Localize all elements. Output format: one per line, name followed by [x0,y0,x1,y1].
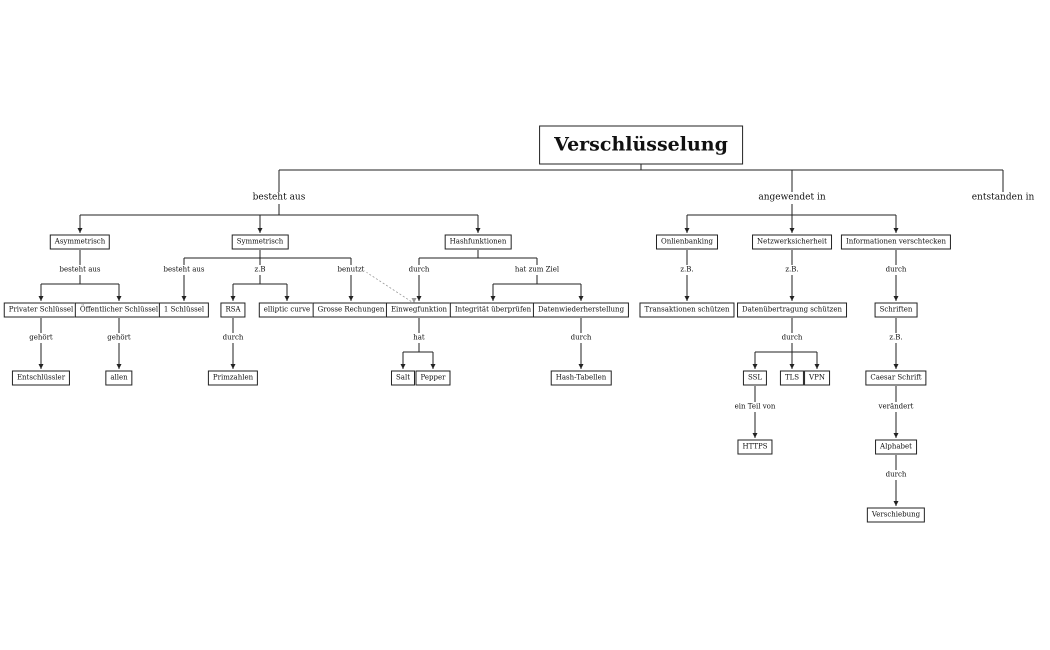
arrowhead [116,296,122,301]
node-title[interactable]: Verschlüsselung [539,125,743,165]
node-verschiebung[interactable]: Verschiebung [866,507,926,523]
label-hash-hat-zum-ziel: hat zum Ziel [512,265,562,274]
arrowhead [430,364,436,369]
arrowhead [490,296,496,301]
node-tls[interactable]: TLS [779,370,805,386]
node-vpn[interactable]: VPN [804,370,830,386]
node-netzwerksicherheit[interactable]: Netzwerksicherheit [752,234,832,250]
node-onlinebanking[interactable]: Onlienbanking [655,234,719,250]
node-integritaet-pruefen[interactable]: Integrität überprüfen [449,302,537,318]
arrowhead [181,296,187,301]
node-pepper[interactable]: Pepper [415,370,451,386]
arrowhead [814,364,820,369]
arrowhead [230,296,236,301]
arrowhead [475,228,481,233]
arrowhead [578,296,584,301]
arrowhead [893,364,899,369]
label-schrift-zb: z.B. [887,333,905,342]
node-datenuebertragung-schuetzen[interactable]: Datenübertragung schützen [737,302,847,318]
label-info-durch: durch [883,265,909,274]
node-primzahlen[interactable]: Primzahlen [207,370,259,386]
label-priv-gehoert: gehört [27,333,55,342]
label-online-zb: z.B. [678,265,696,274]
arrowhead [116,364,122,369]
arrowhead [230,364,236,369]
node-entschluessler[interactable]: Entschlüssler [11,370,71,386]
node-einwegfunktion[interactable]: Einwegfunktion [385,302,453,318]
label-einweg-hat: hat [411,333,427,342]
arrowhead [684,228,690,233]
node-1-schluessel[interactable]: 1 Schlüssel [158,302,210,318]
node-privater-schluessel[interactable]: Privater Schlüssel [3,302,79,318]
arrowhead [416,296,422,301]
node-https[interactable]: HTTPS [737,439,773,455]
label-besteht-aus: besteht aus [250,192,308,203]
label-angewendet-in: angewendet in [756,192,828,203]
label-wieder-durch: durch [568,333,594,342]
label-sym-besteht-aus: besteht aus [161,265,207,274]
arrowhead [789,364,795,369]
arrowhead [752,364,758,369]
label-asym-besteht-aus: besteht aus [57,265,103,274]
node-elliptic-curve[interactable]: elliptic curve [258,302,316,318]
node-salt[interactable]: Salt [390,370,416,386]
node-datenwiederherstellung[interactable]: Datenwiederherstellung [532,302,630,318]
arrowhead [77,228,83,233]
node-ssl[interactable]: SSL [742,370,768,386]
node-symmetrisch[interactable]: Symmetrisch [231,234,289,250]
arrowhead [411,298,417,303]
label-netz-zb: z.B. [783,265,801,274]
node-rsa[interactable]: RSA [220,302,246,318]
arrowhead [400,364,406,369]
label-hash-durch: durch [406,265,432,274]
node-hash-tabellen[interactable]: Hash-Tabellen [550,370,612,386]
connector [365,271,413,303]
arrowhead [893,433,899,438]
label-sym-benutzt: benutzt [335,265,367,274]
node-transaktionen-schuetzen[interactable]: Transaktionen schützen [639,302,735,318]
label-sym-zb: z.B [252,265,268,274]
arrowhead [284,296,290,301]
node-informationen-verstecken[interactable]: Informationen verschtecken [840,234,952,250]
node-schriften[interactable]: Schriften [874,302,918,318]
label-caesar-veraendert: verändert [876,402,916,411]
node-asymmetrisch[interactable]: Asymmetrisch [49,234,111,250]
label-pub-gehoert: gehört [105,333,133,342]
arrowhead [893,228,899,233]
label-ssl-teil-von: ein Teil von [732,402,778,411]
arrowhead [789,296,795,301]
node-allen[interactable]: allen [105,370,133,386]
node-caesar-schrift[interactable]: Caesar Schrift [865,370,927,386]
node-grosse-rechungen[interactable]: Grosse Rechungen [312,302,390,318]
arrowhead [257,228,263,233]
arrowhead [578,364,584,369]
arrowhead [348,296,354,301]
label-daten-durch: durch [779,333,805,342]
arrowhead [893,296,899,301]
arrowhead [38,296,44,301]
arrowhead [38,364,44,369]
arrowhead [684,296,690,301]
arrowhead [789,228,795,233]
label-rsa-durch: durch [220,333,246,342]
node-alphabet[interactable]: Alphabet [875,439,917,455]
label-entstanden-in: entstanden in [969,192,1037,203]
node-hashfunktionen[interactable]: Hashfunktionen [444,234,512,250]
label-alpha-durch: durch [883,470,909,479]
node-oeffentlicher-schluessel[interactable]: Öffentlicher Schlüssel [74,302,164,318]
arrowhead [752,433,758,438]
arrowhead [893,501,899,506]
